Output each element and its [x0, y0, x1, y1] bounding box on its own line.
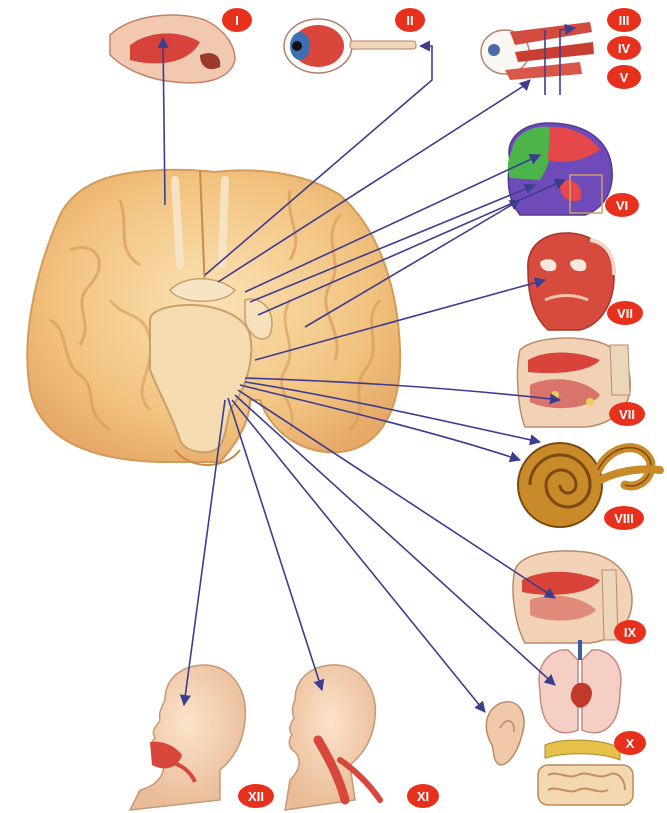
badge-oculomotor: III [607, 8, 641, 32]
badge-abducens-top: V [607, 65, 641, 89]
label-oculomotor: III [619, 13, 630, 28]
glossopharyngeal-illustration [513, 551, 632, 643]
badge-olfactory: I [222, 8, 252, 32]
badge-optic: II [395, 8, 425, 32]
label-trigeminal: VI [616, 198, 628, 213]
badge-glossopharyngeal: IX [614, 620, 646, 644]
eye-muscles-illustration [481, 22, 594, 80]
label-trochlear: IV [618, 41, 631, 56]
vagus-organs-illustration [538, 640, 633, 805]
label-optic: II [406, 13, 413, 28]
badge-facial-taste: VII [609, 402, 645, 426]
badge-vestibulocochlear: VIII [604, 506, 644, 530]
arrow-trochlear [560, 28, 575, 95]
arrow-vagus [235, 395, 555, 685]
olfactory-nose-illustration [110, 15, 235, 83]
badge-vagus: X [614, 731, 646, 755]
label-olfactory: I [235, 13, 239, 28]
label-glossopharyngeal: IX [624, 625, 637, 640]
badge-trochlear: IV [607, 36, 641, 60]
label-facial-taste: VII [619, 407, 635, 422]
badge-accessory: XI [407, 784, 439, 808]
trigeminal-head-illustration [508, 123, 612, 215]
brain-inferior-view [27, 170, 400, 465]
outer-ear-illustration [486, 702, 524, 765]
label-vagus: X [626, 736, 635, 751]
badge-trigeminal: VI [605, 193, 639, 217]
badge-hypoglossal: XII [238, 784, 274, 808]
arrow-glossopharyngeal [238, 390, 555, 598]
label-accessory: XI [417, 789, 429, 804]
label-hypoglossal: XII [248, 789, 264, 804]
label-facial-muscles: VII [617, 306, 633, 321]
hypoglossal-head-illustration [130, 665, 245, 810]
label-abducens-top: V [620, 70, 629, 85]
accessory-head-illustration [285, 665, 380, 810]
badge-facial-muscles: VII [607, 301, 643, 325]
optic-eye-illustration [284, 19, 416, 73]
label-vestibulocochlear: VIII [614, 511, 634, 526]
